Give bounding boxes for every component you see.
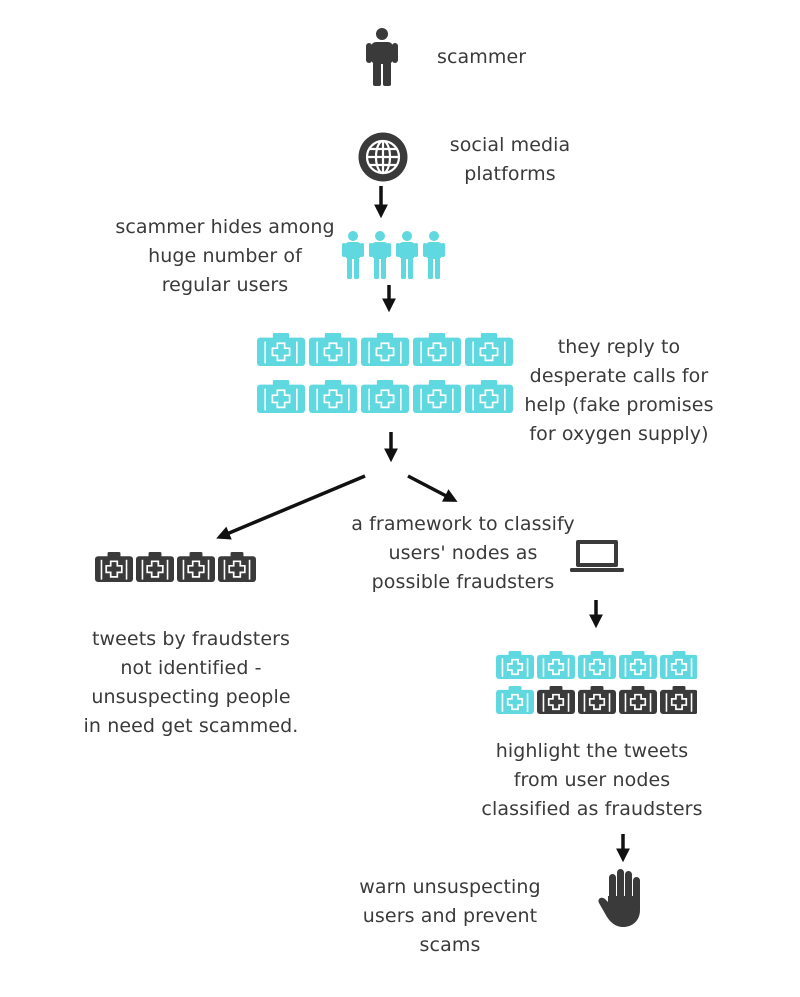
- medical-kit-icon: [465, 333, 513, 366]
- hand-stop-icon: [597, 868, 649, 932]
- kit-grid-all-users: [257, 333, 513, 417]
- laptop-icon: [570, 540, 624, 578]
- medical-kit-icon: [496, 686, 534, 714]
- medical-kit-icon: [361, 333, 409, 366]
- medical-kit-icon: [537, 686, 575, 714]
- medical-kit-icon: [136, 552, 174, 582]
- medical-kit-icon: [257, 333, 305, 366]
- medical-kit-icon: [413, 333, 461, 366]
- medical-kit-icon: [619, 686, 657, 714]
- label-framework: a framework to classify users' nodes as …: [351, 513, 575, 593]
- medical-kit-icon: [177, 552, 215, 582]
- medical-kit-icon: [619, 651, 657, 679]
- label-scammer: scammer: [437, 46, 527, 68]
- medical-kit-icon: [413, 380, 461, 413]
- person-icon: [366, 28, 398, 90]
- label-highlight: highlight the tweets from user nodes cla…: [481, 740, 703, 820]
- arrow-to-unidentified: [216, 474, 366, 540]
- medical-kit-icon: [496, 651, 534, 679]
- label-not-identified: tweets by fraudsters not identified - un…: [83, 628, 299, 737]
- people-icon: [342, 231, 446, 283]
- medical-kit-icon: [465, 380, 513, 413]
- label-warn: warn unsuspecting users and prevent scam…: [359, 876, 541, 956]
- label-social-media: social media platforms: [449, 134, 571, 185]
- medical-kit-icon: [578, 651, 616, 679]
- medical-kit-icon: [537, 651, 575, 679]
- label-scammer-hides: scammer hides among huge number of regul…: [115, 216, 335, 296]
- medical-kit-icon: [660, 686, 698, 714]
- medical-kit-icon: [361, 380, 409, 413]
- medical-kit-icon: [309, 333, 357, 366]
- medical-kit-icon: [95, 552, 133, 582]
- medical-kit-icon: [309, 380, 357, 413]
- medical-kit-icon: [218, 552, 256, 582]
- label-they-reply: they reply to desperate calls for help (…: [524, 336, 714, 445]
- arrow-to-framework: [407, 474, 458, 502]
- globe-icon: [358, 132, 408, 186]
- medical-kit-icon: [660, 651, 698, 679]
- kit-grid-highlighted: [496, 651, 698, 718]
- kit-row-unidentified: [95, 552, 256, 586]
- medical-kit-icon: [578, 686, 616, 714]
- medical-kit-icon: [257, 380, 305, 413]
